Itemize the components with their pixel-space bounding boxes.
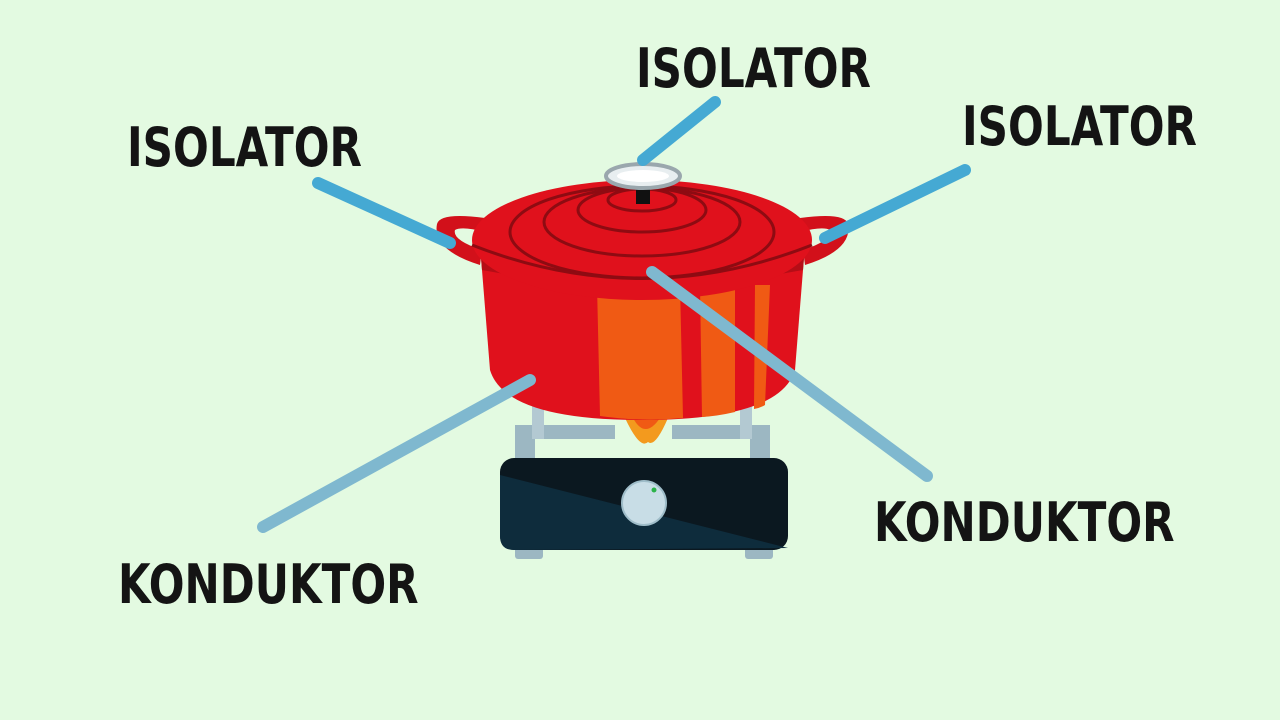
label-isolator-top: ISOLATOR [636,37,871,100]
label-isolator-right: ISOLATOR [962,95,1197,158]
label-konduktor-right: KONDUKTOR [874,491,1175,554]
label-isolator-left: ISOLATOR [127,116,362,179]
leader-isolator-right [819,164,971,244]
leader-isolator-left [312,177,456,249]
flame [625,418,668,444]
leader-lines [257,96,971,533]
leader-isolator-top [637,96,721,166]
stove [500,458,788,559]
leader-konduktor-left [257,374,536,533]
label-konduktor-left: KONDUKTOR [118,553,419,616]
stove-grate [515,405,770,465]
stove-knob [621,480,667,526]
pot-lid [471,180,813,300]
leader-konduktor-right [646,266,933,482]
